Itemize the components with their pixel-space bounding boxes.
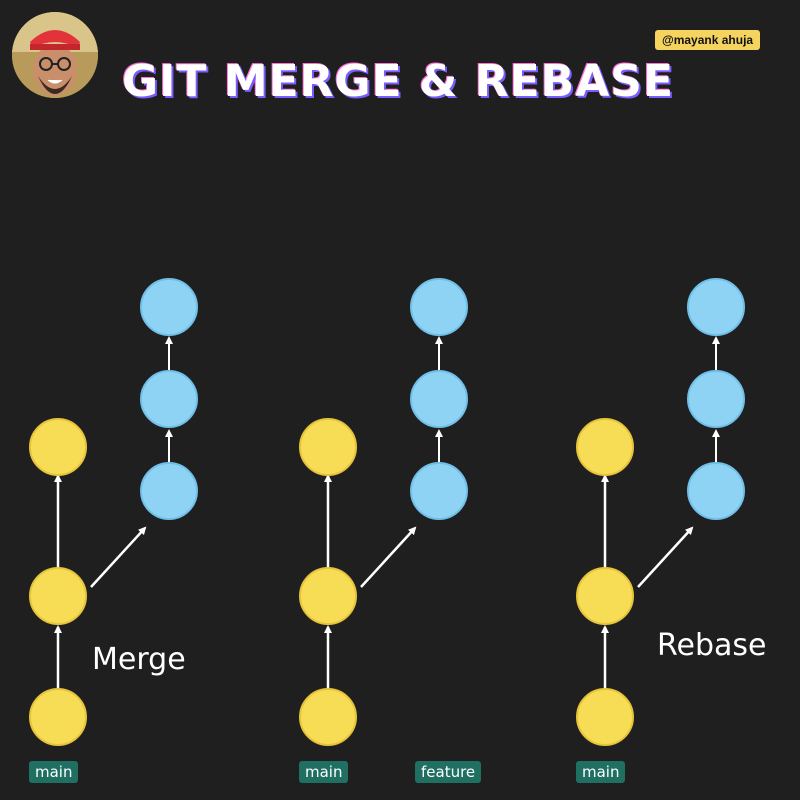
- author-avatar: [12, 12, 98, 98]
- main-commit[interactable]: [576, 418, 634, 476]
- arrow-branch: [637, 526, 694, 588]
- feature-commit[interactable]: [140, 278, 198, 336]
- merge-label: Merge: [92, 642, 186, 677]
- branch-label-main: main: [576, 761, 626, 783]
- arrow-branch: [360, 526, 417, 588]
- main-commit[interactable]: [29, 567, 87, 625]
- panel-merge: [29, 278, 198, 746]
- branch-label-feature: feature: [415, 761, 482, 783]
- feature-commit[interactable]: [410, 462, 468, 520]
- feature-commit[interactable]: [410, 278, 468, 336]
- main-commit[interactable]: [576, 688, 634, 746]
- feature-commit[interactable]: [140, 370, 198, 428]
- feature-commit[interactable]: [687, 462, 745, 520]
- feature-commit[interactable]: [140, 462, 198, 520]
- main-commit[interactable]: [29, 688, 87, 746]
- panel-base: [299, 278, 468, 746]
- main-commit[interactable]: [576, 567, 634, 625]
- feature-commit[interactable]: [410, 370, 468, 428]
- rebase-label: Rebase: [657, 628, 767, 663]
- main-commit[interactable]: [299, 567, 357, 625]
- branch-label-main: main: [299, 761, 349, 783]
- main-commit[interactable]: [29, 418, 87, 476]
- author-handle-badge: @mayank ahuja: [655, 30, 761, 50]
- arrow-branch: [90, 526, 147, 588]
- panel-rebase: [576, 278, 745, 746]
- main-commit[interactable]: [299, 688, 357, 746]
- branch-label-main: main: [29, 761, 79, 783]
- feature-commit[interactable]: [687, 370, 745, 428]
- avatar-illustration: [12, 12, 98, 98]
- feature-commit[interactable]: [687, 278, 745, 336]
- main-commit[interactable]: [299, 418, 357, 476]
- page-title: GIT MERGE & REBASE: [122, 56, 674, 107]
